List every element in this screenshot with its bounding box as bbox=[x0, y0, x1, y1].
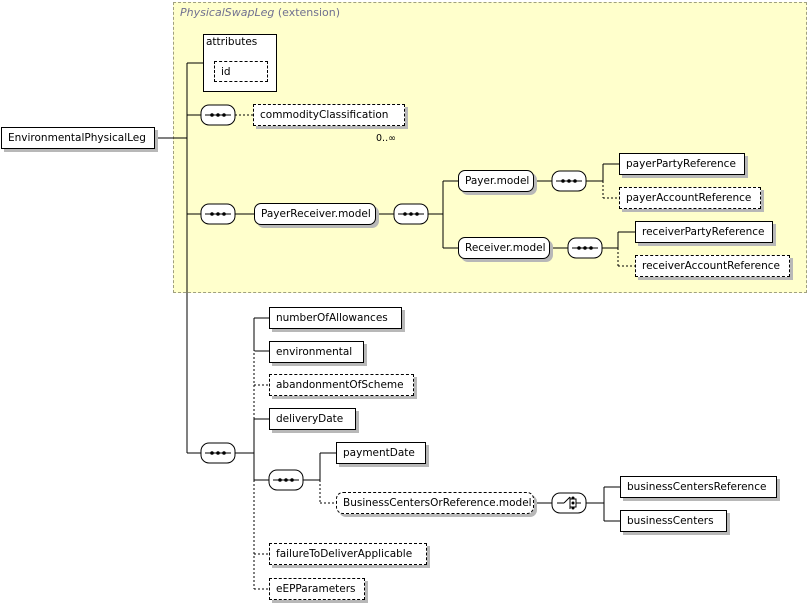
receiver-account-reference-label: receiverAccountReference bbox=[642, 260, 780, 272]
attribute-id-node[interactable]: id bbox=[214, 61, 268, 82]
eep-parameters-label: eEPParameters bbox=[276, 583, 356, 595]
business-centers-label: businessCenters bbox=[627, 515, 714, 527]
abandonment-of-scheme-node[interactable]: abandonmentOfScheme bbox=[269, 374, 414, 396]
extension-title: PhysicalSwapLeg (extension) bbox=[180, 6, 340, 19]
receiver-account-reference-node[interactable]: receiverAccountReference bbox=[635, 255, 790, 277]
abandonment-of-scheme-label: abandonmentOfScheme bbox=[276, 379, 404, 391]
root-element-node[interactable]: EnvironmentalPhysicalLeg bbox=[1, 127, 155, 149]
business-centers-or-reference-model-node[interactable]: BusinessCentersOrReference.model bbox=[336, 492, 534, 514]
commodity-classification-label: commodityClassification bbox=[260, 109, 389, 121]
environmental-node[interactable]: environmental bbox=[269, 341, 364, 363]
sequence-compositor-4 bbox=[551, 170, 587, 192]
receiver-model-node[interactable]: Receiver.model bbox=[458, 237, 550, 259]
business-centers-or-reference-model-label: BusinessCentersOrReference.model bbox=[343, 497, 532, 509]
payer-party-reference-label: payerPartyReference bbox=[626, 158, 736, 170]
delivery-date-label: deliveryDate bbox=[276, 413, 344, 425]
sequence-compositor-3 bbox=[393, 203, 429, 225]
payment-date-label: paymentDate bbox=[343, 447, 415, 459]
environmental-label: environmental bbox=[276, 346, 353, 358]
sequence-compositor-2 bbox=[200, 203, 236, 225]
business-centers-reference-label: businessCentersReference bbox=[627, 481, 767, 493]
business-centers-node[interactable]: businessCenters bbox=[620, 510, 727, 532]
commodity-classification-cardinality: 0..∞ bbox=[376, 133, 396, 144]
payer-model-node[interactable]: Payer.model bbox=[458, 170, 534, 192]
eep-parameters-node[interactable]: eEPParameters bbox=[269, 578, 365, 600]
receiver-party-reference-node[interactable]: receiverPartyReference bbox=[635, 221, 773, 243]
payer-party-reference-node[interactable]: payerPartyReference bbox=[619, 153, 745, 175]
sequence-compositor-1 bbox=[200, 104, 236, 126]
delivery-date-node[interactable]: deliveryDate bbox=[269, 408, 356, 430]
extension-suffix: (extension) bbox=[277, 6, 341, 19]
payer-account-reference-label: payerAccountReference bbox=[626, 192, 752, 204]
number-of-allowances-label: numberOfAllowances bbox=[276, 312, 388, 324]
business-centers-reference-node[interactable]: businessCentersReference bbox=[620, 476, 777, 498]
sequence-compositor-5 bbox=[567, 237, 603, 259]
failure-to-deliver-applicable-node[interactable]: failureToDeliverApplicable bbox=[269, 543, 427, 565]
failure-to-deliver-applicable-label: failureToDeliverApplicable bbox=[276, 548, 413, 560]
receiver-party-reference-label: receiverPartyReference bbox=[642, 226, 765, 238]
payer-receiver-model-label: PayerReceiver.model bbox=[261, 208, 371, 220]
receiver-model-label: Receiver.model bbox=[465, 242, 546, 254]
payer-account-reference-node[interactable]: payerAccountReference bbox=[619, 187, 761, 209]
attributes-title: attributes bbox=[206, 36, 258, 48]
extension-base-name: PhysicalSwapLeg bbox=[180, 6, 275, 19]
root-element-label: EnvironmentalPhysicalLeg bbox=[8, 132, 146, 144]
payment-date-node[interactable]: paymentDate bbox=[336, 442, 426, 464]
sequence-compositor-7 bbox=[268, 469, 304, 491]
attribute-id-label: id bbox=[221, 65, 231, 78]
commodity-classification-node[interactable]: commodityClassification bbox=[253, 104, 405, 126]
payer-receiver-model-node[interactable]: PayerReceiver.model bbox=[254, 203, 376, 225]
payer-model-label: Payer.model bbox=[465, 175, 530, 187]
number-of-allowances-node[interactable]: numberOfAllowances bbox=[269, 307, 402, 329]
sequence-compositor-6 bbox=[200, 442, 236, 464]
choice-compositor bbox=[551, 492, 587, 514]
